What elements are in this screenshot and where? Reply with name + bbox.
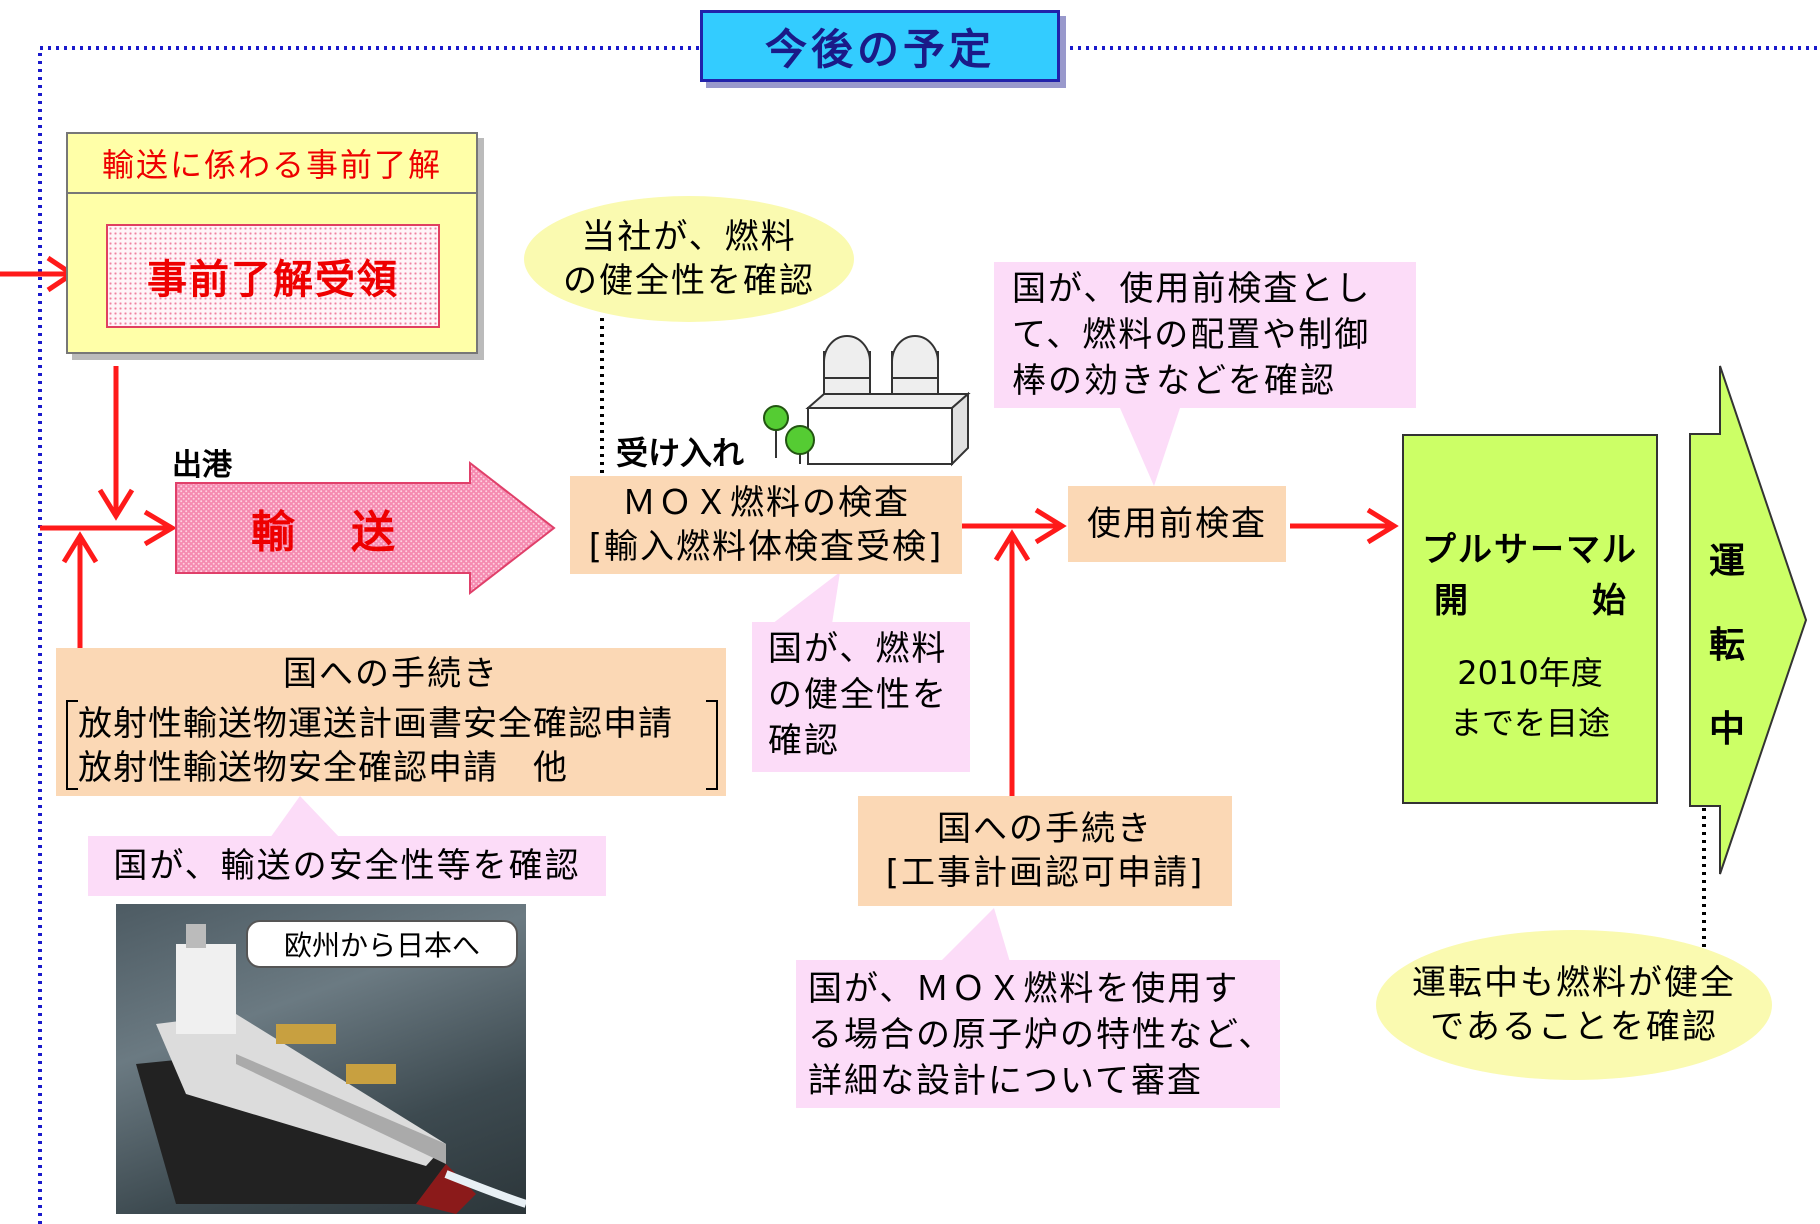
prior-consent-inner-text: 事前了解受領 — [147, 257, 399, 303]
pluthermal-line1: プルサーマル — [1422, 530, 1638, 570]
fuel-health-note-tail — [772, 572, 840, 624]
operation-note-line2: であることを確認 — [1430, 1007, 1718, 1047]
ship-icon — [136, 924, 526, 1214]
fuel-health-note: 国が、燃料 の健全性を 確認 — [752, 622, 970, 772]
pluthermal-box: プルサーマル 開 始 2010年度 までを目途 — [1402, 434, 1658, 804]
transport-arrow-text: 輸 送 — [251, 507, 401, 558]
design-review-note-line3: 詳細な設計について審査 — [808, 1061, 1203, 1101]
pre-use-note-line1: 国が、使用前検査とし — [1012, 269, 1372, 309]
fuel-health-note-line2: の健全性を — [768, 675, 948, 715]
company-check-line1: 当社が、燃料 — [581, 217, 797, 257]
pluthermal-start-char1: 開 — [1434, 581, 1468, 621]
company-check-ellipse: 当社が、燃料 の健全性を確認 — [524, 196, 854, 322]
transport-safety-note-text: 国が、輸送の安全性等を確認 — [113, 846, 581, 886]
mox-inspection-box: ＭＯＸ燃料の検査 [輸入燃料体検査受検] — [570, 476, 962, 574]
ship-caption-text: 欧州から日本へ — [283, 929, 480, 962]
operation-char3: 中 — [1708, 709, 1745, 750]
title-box: 今後の予定 — [700, 10, 1060, 82]
operation-char2: 転 — [1708, 625, 1745, 666]
design-review-note-line1: 国が、ＭＯＸ燃料を使用す — [808, 969, 1240, 1009]
acceptance-label: 受け入れ — [616, 434, 745, 472]
design-review-note: 国が、ＭＯＸ燃料を使用す る場合の原子炉の特性など、 詳細な設計について審査 — [796, 960, 1280, 1108]
pluthermal-start-char2: 始 — [1592, 581, 1626, 621]
ship-photo: 欧州から日本へ — [116, 904, 526, 1214]
pre-use-inspection-text: 使用前検査 — [1087, 504, 1267, 544]
design-review-note-line2: る場合の原子炉の特性など、 — [808, 1015, 1275, 1055]
procedure-construction-heading: 国への手続き — [937, 809, 1153, 849]
fuel-health-note-line3: 確認 — [768, 721, 840, 761]
operation-note-ellipse: 運転中も燃料が健全 であることを確認 — [1376, 930, 1772, 1080]
operation-note-line1: 運転中も燃料が健全 — [1412, 963, 1736, 1003]
operation-arrow-shape — [1689, 365, 1808, 875]
pre-use-note-line2: て、燃料の配置や制御 — [1012, 315, 1371, 355]
pluthermal-year: 2010年度 — [1457, 654, 1603, 692]
procedure-transport-bracket — [66, 700, 718, 790]
power-plant-icon — [805, 335, 971, 467]
prior-consent-panel: 輸送に係わる事前了解 事前了解受領 — [66, 132, 478, 354]
transport-safety-note: 国が、輸送の安全性等を確認 — [88, 836, 606, 896]
pre-use-note-tail — [1120, 408, 1180, 486]
procedure-transport-line2: 放射性輸送物安全確認申請 他 — [78, 748, 568, 788]
ship-caption-box: 欧州から日本へ — [246, 920, 518, 968]
procedure-transport-line1: 放射性輸送物運送計画書安全確認申請 — [78, 704, 673, 744]
mox-inspection-line1: ＭＯＸ燃料の検査 — [622, 483, 910, 523]
procedure-construction-box: 国への手続き [工事計画認可申請] — [858, 796, 1232, 906]
transport-safety-tail — [270, 796, 340, 838]
procedure-transport-heading: 国への手続き — [283, 654, 499, 694]
pluthermal-target: までを目途 — [1449, 704, 1610, 742]
fuel-health-note-line1: 国が、燃料 — [768, 629, 948, 669]
company-check-line2: の健全性を確認 — [563, 261, 815, 301]
prior-consent-inner: 事前了解受領 — [106, 224, 440, 328]
pre-use-inspection-box: 使用前検査 — [1068, 486, 1286, 562]
dotted-frame — [38, 46, 1820, 1224]
operation-arrow-label: 運 転 中 — [1692, 520, 1762, 772]
transport-arrow-label: 輸 送 — [176, 483, 476, 573]
pluthermal-line2: 開 始 — [1404, 573, 1656, 622]
prior-consent-header-text: 輸送に係わる事前了解 — [101, 146, 442, 184]
pre-use-note: 国が、使用前検査とし て、燃料の配置や制御 棒の効きなどを確認 — [994, 262, 1416, 408]
transport-arrow-shape — [175, 460, 556, 596]
procedure-transport-box: 国への手続き 放射性輸送物運送計画書安全確認申請 放射性輸送物安全確認申請 他 — [56, 648, 726, 796]
departure-label: 出港 — [172, 448, 232, 483]
design-review-tail — [940, 908, 1010, 962]
pre-use-note-line3: 棒の効きなどを確認 — [1012, 361, 1336, 401]
prior-consent-header: 輸送に係わる事前了解 — [68, 134, 476, 194]
page-title: 今後の予定 — [764, 24, 995, 74]
procedure-construction-line1: [工事計画認可申請] — [885, 853, 1205, 893]
tree-icon — [763, 405, 815, 464]
mox-inspection-line2: [輸入燃料体検査受検] — [588, 527, 944, 567]
operation-char1: 運 — [1708, 541, 1745, 582]
